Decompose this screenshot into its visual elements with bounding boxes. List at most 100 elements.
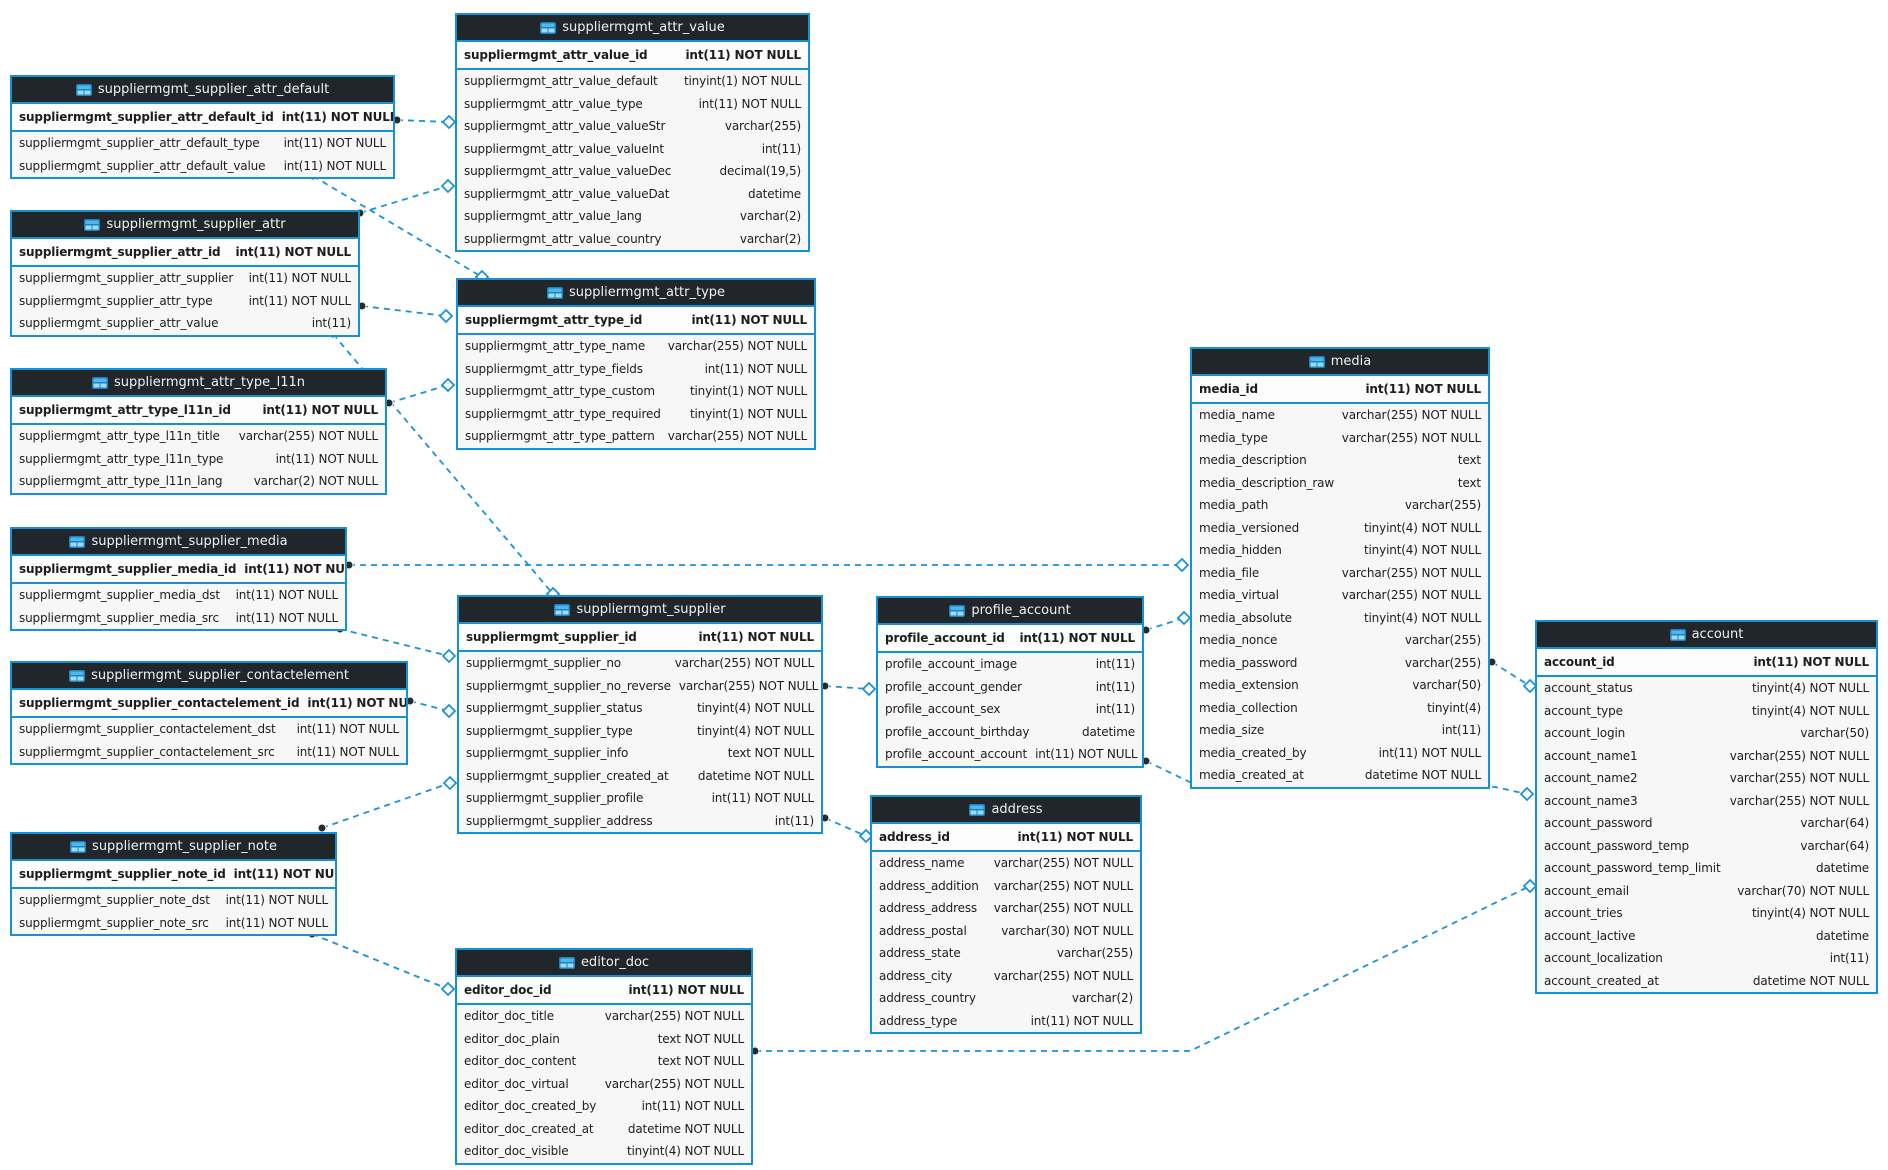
- relationship-profile-account-to-media[interactable]: [1145, 617, 1185, 631]
- relationship-supplier-attr-to-attr-value[interactable]: [359, 185, 449, 214]
- table-header[interactable]: suppliermgmt_attr_value: [457, 15, 808, 42]
- column-row[interactable]: suppliermgmt_supplier_contactelement_dst…: [12, 718, 406, 741]
- table-header[interactable]: editor_doc: [457, 950, 751, 977]
- relationship-attr-type-l11n-to-attr-type[interactable]: [388, 384, 449, 404]
- relationship-supplier-note-to-supplier[interactable]: [321, 782, 451, 829]
- relationship-supplier-attr-default-to-attr-value[interactable]: [396, 119, 450, 123]
- relationship-supplier-attr-to-attr-type[interactable]: [361, 305, 447, 317]
- table-header[interactable]: account: [1537, 622, 1876, 649]
- column-row[interactable]: suppliermgmt_supplier_attr_default_value…: [12, 154, 393, 177]
- table-header[interactable]: suppliermgmt_supplier_attr_default: [12, 77, 393, 104]
- relationship-supplier-to-profile-account[interactable]: [824, 685, 870, 690]
- table-header[interactable]: suppliermgmt_supplier: [459, 597, 821, 624]
- table-header[interactable]: suppliermgmt_attr_type_l11n: [12, 370, 385, 397]
- relationship-editor-doc-to-account[interactable]: [755, 885, 1531, 1052]
- table-header[interactable]: suppliermgmt_attr_type: [458, 280, 814, 307]
- table-suppliermgmt_supplier[interactable]: suppliermgmt_supplier suppliermgmt_suppli…: [457, 595, 823, 834]
